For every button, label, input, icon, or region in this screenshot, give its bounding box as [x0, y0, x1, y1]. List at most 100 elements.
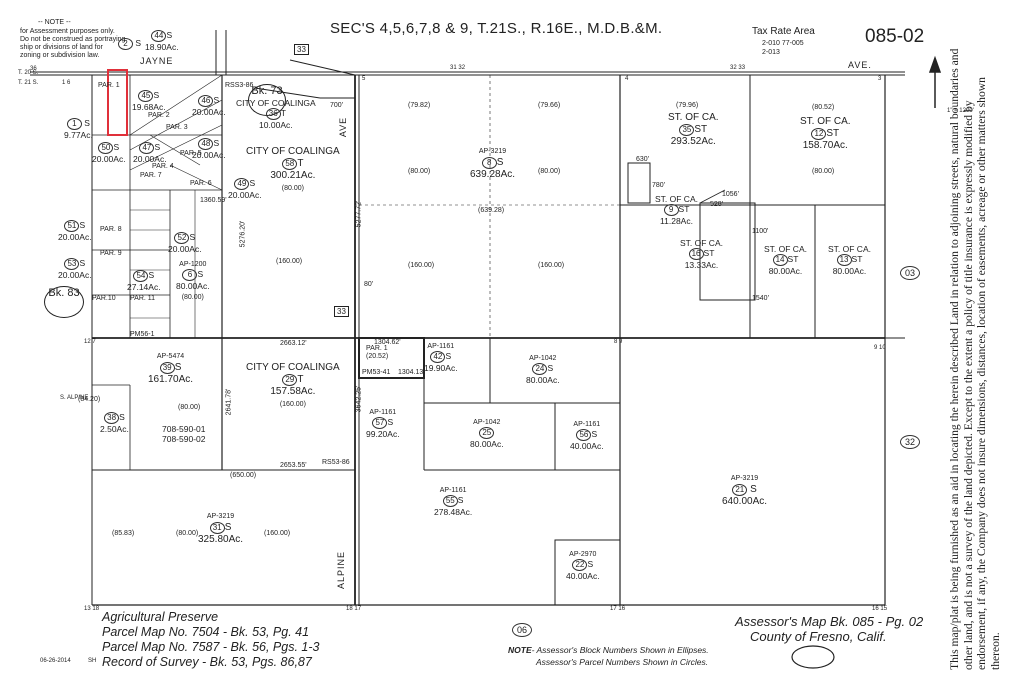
- distance-80: 80': [364, 281, 374, 288]
- distance-266312: 2663.12': [280, 340, 307, 347]
- assessor-map-ref: Assessor's Map Bk. 085 - Pg. 02: [735, 614, 924, 629]
- section-13-18: 13 18: [84, 606, 100, 612]
- note-line-4: zoning or subdivision law.: [20, 52, 100, 59]
- road-jayne: JAYNE: [140, 56, 174, 66]
- note-line-1: for Assessment purposes only.: [20, 28, 115, 35]
- acres-8583: (85.83): [112, 530, 135, 537]
- par-10: PAR.10: [92, 295, 116, 302]
- tax-rate-code-2: 2-013: [762, 49, 780, 56]
- par-3: PAR. 3: [166, 124, 188, 131]
- book-83-ellipse: Bk. 83: [44, 286, 84, 318]
- rss386-top: RSS3-86: [225, 82, 254, 89]
- distance-527620: 5276.20': [239, 220, 247, 248]
- pm-par-1: PAR. 1(20.52): [366, 345, 389, 360]
- distance-700: 700': [330, 102, 344, 109]
- distance-130413: 1304.13': [398, 369, 425, 376]
- distance-1100: 1100': [752, 228, 769, 235]
- assessor-county: County of Fresno, Calif.: [750, 629, 887, 644]
- section-8-9: 8 9: [614, 339, 623, 345]
- distance-364225: 3642.25': [355, 385, 363, 413]
- acres-80-a: (80.00): [408, 168, 431, 175]
- ref-32: 32: [900, 432, 921, 450]
- note-line-3: ship or divisions of land for: [20, 44, 103, 51]
- par-7: PAR. 7: [140, 172, 162, 179]
- section-4: 4: [625, 76, 629, 82]
- section-3: 3: [878, 76, 882, 82]
- legend-sh: SH: [88, 658, 97, 664]
- par-2: PAR. 2: [148, 112, 170, 119]
- par-9: PAR. 9: [100, 250, 122, 257]
- acres-80-b: (80.00): [538, 168, 561, 175]
- legend-pm-7587: Parcel Map No. 7587 - Bk. 56, Pgs. 1-3: [102, 640, 320, 654]
- disclaimer-container: This map/plat is being furnished as an a…: [948, 40, 1020, 670]
- route-33-shield-top: 33: [294, 44, 309, 55]
- par-1: PAR. 1: [98, 82, 120, 89]
- map-title: SEC'S 4,5,6,7,8 & 9, T.21S., R.16E., M.D…: [330, 20, 663, 37]
- legend-ros: Record of Survey - Bk. 53, Pgs. 86,87: [102, 655, 312, 669]
- road-s-alpine: S. ALPINE: [60, 395, 89, 401]
- township-t21s: T. 21 S.: [18, 80, 39, 86]
- distance-130462: 1304.62': [374, 339, 401, 346]
- acres-7966: (79.66): [538, 102, 561, 109]
- acres-160-d: (160.00): [264, 530, 291, 537]
- distance-265355: 2653.55': [280, 462, 307, 469]
- tax-rate-area-label: Tax Rate Area: [752, 26, 815, 37]
- tax-rate-code-1: 2-010 77-005: [762, 40, 804, 47]
- road-ave-vertical: AVE: [338, 116, 349, 138]
- distance-264178: 2641.78': [225, 388, 233, 416]
- route-33-shield-mid: 33: [334, 306, 349, 317]
- legend-pm-7504: Parcel Map No. 7504 - Bk. 53, Pg. 41: [102, 625, 310, 639]
- section-31-32: 31 32: [450, 65, 466, 71]
- book-73-label: Bk. 73: [251, 85, 283, 97]
- scale-label: 1" = 1200': [947, 108, 974, 114]
- road-alpine: ALPINE: [336, 550, 347, 590]
- par-6: PAR. 6: [190, 180, 212, 187]
- legend-ag-preserve: Agricultural Preserve: [102, 610, 219, 624]
- acres-8052: (80.52): [812, 104, 835, 111]
- section-18-17: 18 17: [346, 606, 362, 612]
- book-83-label: Bk. 83: [48, 287, 80, 299]
- acres-63928: (639.28): [478, 207, 505, 214]
- acres-8420: (84.20): [78, 396, 101, 403]
- section-1-6: 1 6: [62, 80, 71, 86]
- par-8: PAR. 8: [100, 226, 122, 233]
- section-9-10: 9 10: [874, 345, 886, 351]
- acres-160-b: (160.00): [408, 262, 435, 269]
- section-12-7: 12 7: [84, 339, 96, 345]
- map-number: 085-02: [865, 26, 925, 47]
- rs5386-bottom: RS53-86: [322, 459, 350, 466]
- section-32-33: 32 33: [730, 65, 746, 71]
- bottom-note-line-1: NOTE- Assessor's Block Numbers Shown in …: [508, 645, 709, 655]
- section-5: 5: [362, 76, 366, 82]
- par-4: PAR. 4: [152, 163, 174, 170]
- legend-date: 06-26-2014: [40, 658, 71, 664]
- section-16-15: 16 15: [872, 606, 888, 612]
- section-17-16: 17 16: [610, 606, 626, 612]
- par-5: PAR. 5: [180, 150, 202, 157]
- acres-7982: (79.82): [408, 102, 431, 109]
